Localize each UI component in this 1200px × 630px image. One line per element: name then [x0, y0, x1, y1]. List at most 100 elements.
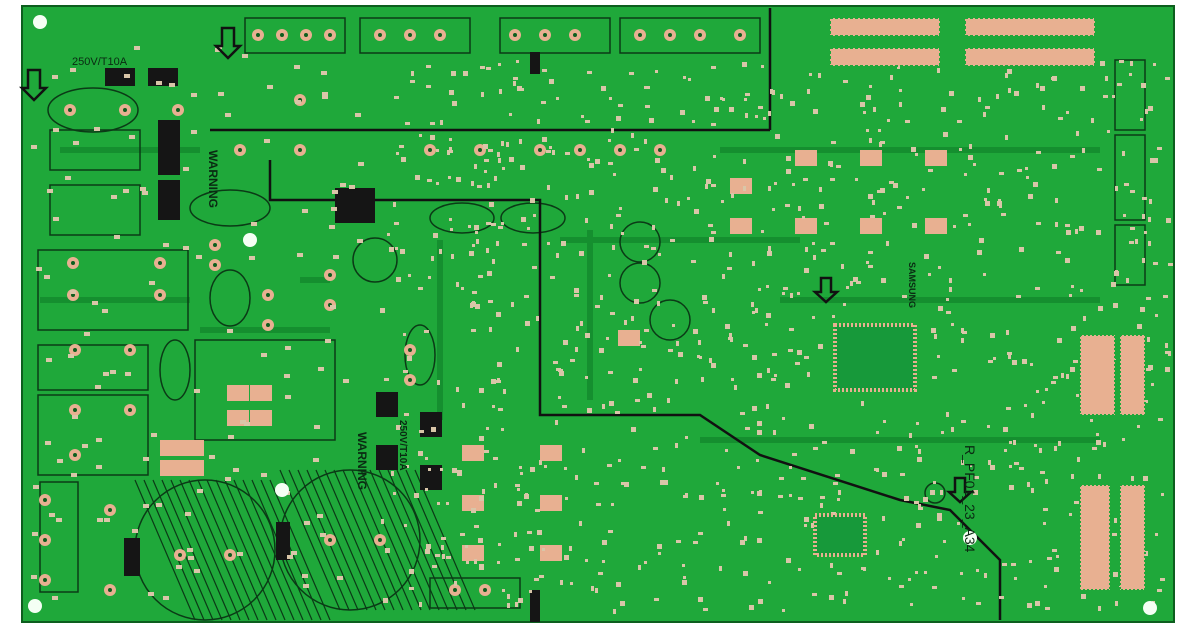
smd-pad: [471, 329, 476, 332]
smd-pad: [516, 60, 519, 63]
smd-pad: [251, 222, 257, 226]
smd-pad: [396, 152, 399, 155]
smd-pad: [711, 231, 716, 234]
smd-pad: [114, 235, 120, 239]
smd-pad: [682, 564, 685, 567]
smd-pad: [629, 72, 634, 75]
smd-pad: [493, 457, 498, 460]
smd-pad: [1022, 359, 1027, 364]
smd-pad: [745, 93, 750, 96]
smd-pad: [804, 268, 809, 273]
smd-pad: [607, 464, 612, 467]
smd-pad: [486, 222, 491, 225]
smd-pad: [790, 101, 795, 106]
smd-pad: [729, 107, 734, 112]
smd-pad: [533, 214, 536, 217]
smd-pad: [638, 565, 641, 570]
smd-pad: [745, 427, 750, 430]
smd-pad: [831, 512, 836, 517]
smd-pad: [737, 466, 740, 469]
drill-hole: [438, 33, 442, 37]
smd-pad: [1146, 368, 1151, 371]
smd-pad: [94, 127, 100, 131]
smd-pad: [1031, 413, 1034, 418]
smd-pad: [957, 120, 962, 123]
smd-pad: [751, 302, 754, 307]
smd-pad: [937, 355, 940, 358]
smd-pad: [294, 65, 300, 69]
smd-pad: [474, 525, 479, 528]
smd-pad: [553, 361, 558, 364]
smd-pad: [52, 596, 58, 600]
smd-pad: [36, 267, 42, 271]
smd-pad: [322, 95, 328, 99]
smd-pad: [1073, 360, 1078, 363]
smd-pad: [868, 251, 873, 254]
smd-pad: [932, 376, 937, 379]
smd-pad: [1145, 109, 1148, 114]
smd-pad: [1075, 229, 1078, 234]
smd-pad: [937, 68, 940, 73]
smd-pad: [902, 295, 907, 298]
smd-pad: [807, 372, 810, 377]
smd-pad: [655, 158, 660, 163]
smd-pad: [471, 302, 476, 307]
smd-pad: [964, 173, 967, 176]
smd-pad: [670, 175, 673, 180]
smd-pad: [602, 540, 607, 545]
smd-pad: [708, 224, 713, 227]
smd-pad: [692, 120, 695, 123]
smd-pad: [915, 571, 918, 574]
smd-pad: [313, 458, 319, 462]
smd-pad: [318, 367, 324, 371]
smd-pad: [472, 301, 475, 304]
smd-pad: [876, 469, 879, 472]
smd-pad: [564, 555, 569, 560]
smd-pad: [240, 420, 246, 424]
smd-pad: [457, 473, 462, 476]
smd-pad: [797, 292, 800, 295]
smd-pad: [332, 190, 338, 194]
smd-pad: [822, 441, 827, 444]
smd-pad: [520, 165, 525, 170]
smd-pad: [387, 233, 390, 236]
smd-pad: [843, 80, 848, 83]
smd-pad: [951, 323, 954, 326]
smd-pad: [1035, 287, 1040, 290]
smd-pad: [749, 605, 754, 610]
smd-pad: [498, 158, 501, 163]
drill-hole: [256, 33, 260, 37]
smd-pad: [830, 162, 833, 167]
smd-pad: [489, 202, 494, 207]
smd-pad: [446, 502, 449, 505]
smd-pad: [143, 504, 149, 508]
smd-pad: [1098, 606, 1101, 611]
smd-pad: [562, 405, 567, 408]
smd-pad: [1014, 577, 1017, 580]
smd-pad: [987, 425, 990, 428]
smd-pad: [264, 139, 270, 143]
smd-pad: [532, 266, 537, 269]
smd-pad: [325, 339, 331, 343]
smd-pad: [1057, 338, 1062, 343]
smd-pad: [866, 95, 871, 100]
smd-pad: [904, 496, 909, 501]
smd-pad: [68, 354, 74, 358]
smd-pad: [591, 586, 594, 591]
smd-pad: [722, 489, 725, 492]
smd-pad: [882, 472, 887, 477]
smd-pad: [837, 498, 840, 501]
smd-pad: [701, 377, 704, 382]
smd-pad: [705, 184, 708, 189]
smd-pad: [624, 320, 627, 325]
smd-pad: [456, 282, 459, 287]
smd-pad: [185, 512, 191, 516]
smd-pad: [872, 200, 875, 205]
smd-pad: [1119, 60, 1124, 63]
smd-pad: [819, 204, 824, 209]
smd-pad: [876, 550, 879, 555]
hatch-line: [369, 469, 431, 611]
smd-pad: [497, 378, 500, 381]
smd-pad: [1029, 560, 1032, 563]
